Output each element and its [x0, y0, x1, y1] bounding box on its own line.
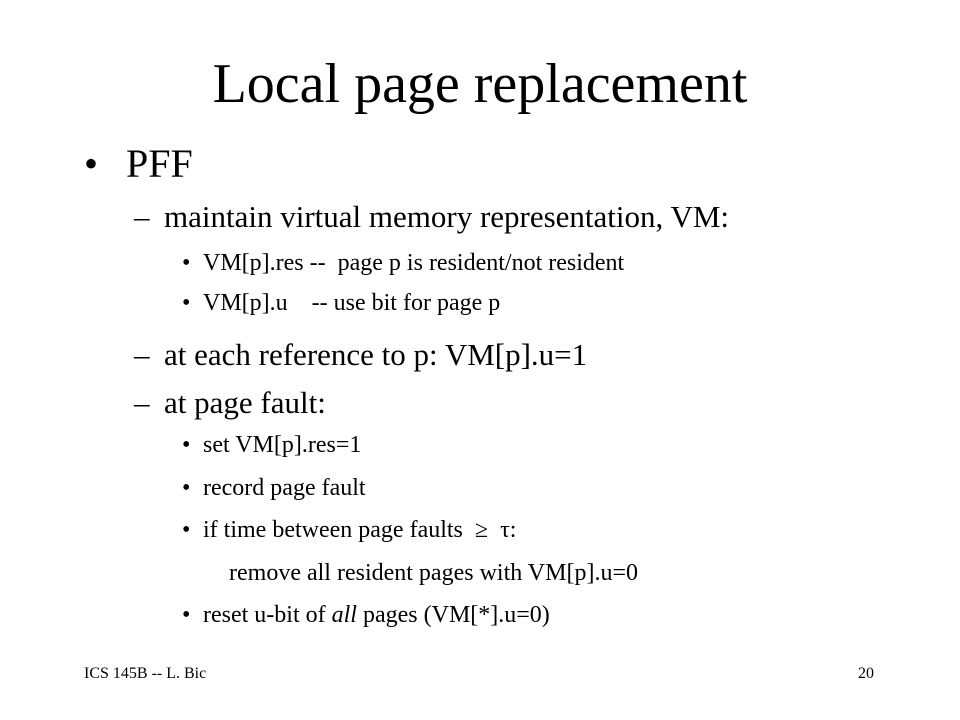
footer-course-label: ICS 145B -- L. Bic: [84, 665, 207, 682]
bullet-marker: •: [182, 290, 191, 316]
text-part: reset u-bit of: [203, 602, 332, 628]
detail-item-text: remove all resident pages with VM[p].u=0: [229, 560, 638, 586]
detail-item-text: set VM[p].res=1: [203, 432, 362, 458]
bullet-marker: •: [182, 250, 191, 276]
detail-item-text: VM[p].u -- use bit for page p: [203, 290, 501, 316]
bullet-marker: •: [182, 517, 191, 543]
dash-marker: –: [134, 337, 150, 372]
text-part: pages (VM[*].u=0): [356, 602, 550, 628]
detail-item-text: record page fault: [203, 475, 366, 501]
detail-item-text: reset u-bit of all pages (VM[*].u=0): [203, 600, 550, 630]
bullet-marker: •: [182, 475, 191, 501]
emphasis-text: all: [331, 602, 357, 628]
footer-page-number: 20: [858, 665, 874, 682]
bullet-text: PFF: [126, 141, 193, 186]
sub-item-text: maintain virtual memory representation, …: [164, 199, 730, 234]
dash-marker: –: [134, 385, 150, 420]
sub-item-text: at page fault:: [164, 385, 326, 420]
bullet-marker: •: [182, 602, 191, 628]
slide-title: Local page replacement: [212, 53, 748, 115]
sub-item-text: at each reference to p: VM[p].u=1: [164, 337, 588, 372]
dash-marker: –: [134, 199, 150, 234]
detail-item-text: if time between page faults ≥ τ:: [203, 517, 517, 543]
bullet-marker: •: [84, 141, 99, 186]
bullet-marker: •: [182, 432, 191, 458]
detail-item-text: VM[p].res -- page p is resident/not resi…: [203, 250, 625, 276]
